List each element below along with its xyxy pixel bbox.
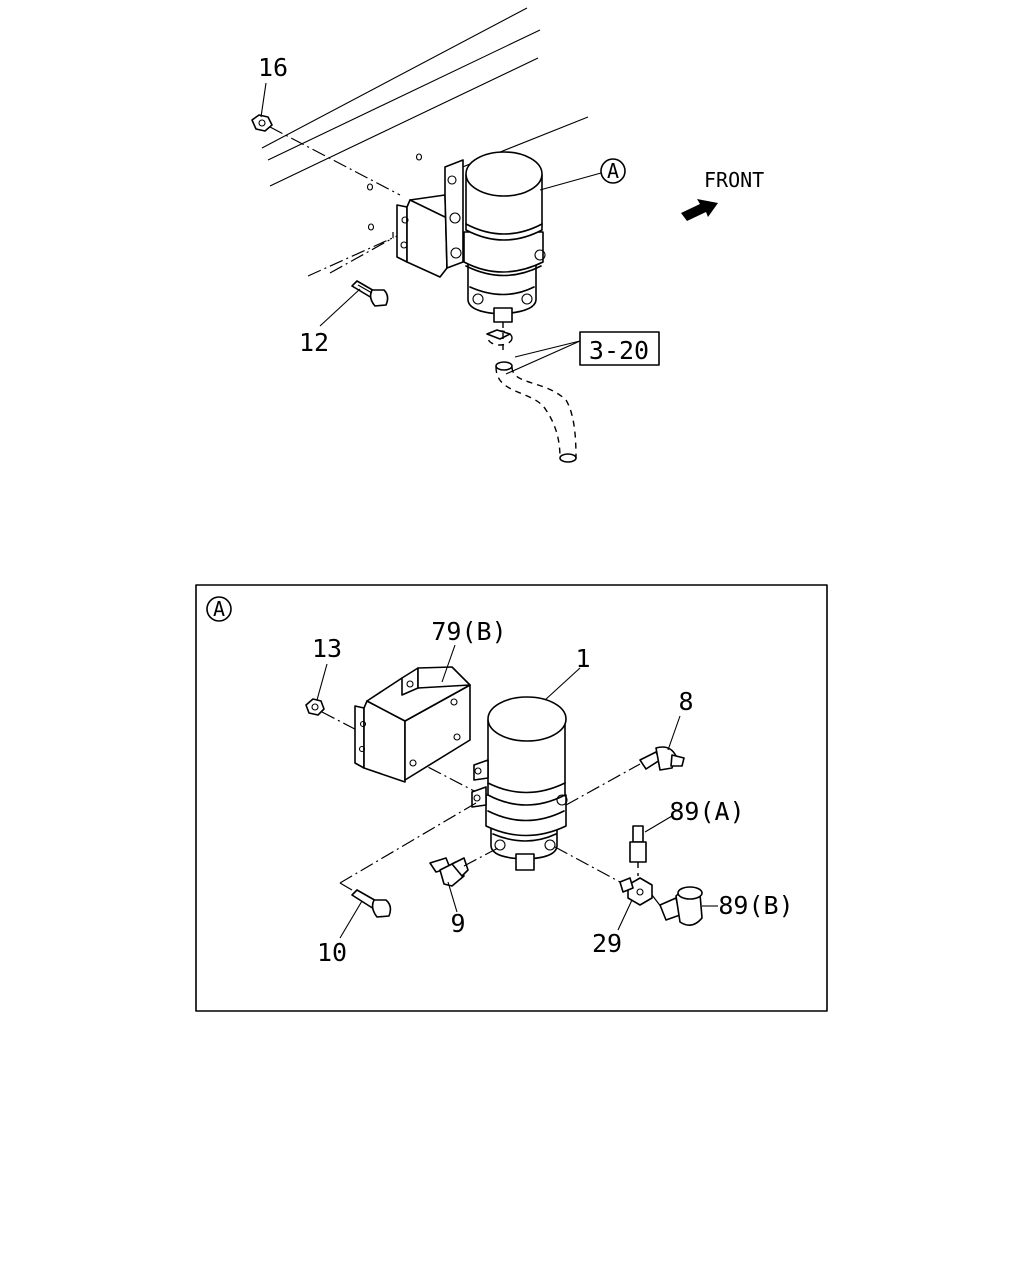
callout-89b: 89(B) [718,891,793,920]
callout-A: A [607,159,619,183]
callout-9: 9 [450,909,465,938]
filter-body-1 [471,696,568,871]
fitting-89a [629,825,647,876]
top-assembly-view: 3-20 16 12 A FRONT [251,7,764,463]
callout-12: 12 [299,328,329,357]
bracket-79b [354,666,471,783]
callout-13: 13 [312,634,342,663]
callout-10: 10 [317,938,347,967]
elbow-fitting-89b [659,886,703,926]
nut-16 [251,114,273,132]
detail-frame [195,584,828,1012]
top-filter-body [463,151,546,323]
top-bracket [396,159,464,278]
callout-29: 29 [592,929,622,958]
bolt-12 [351,280,389,307]
front-label: FRONT [704,168,764,192]
bolt-10 [351,889,392,918]
callout-79b: 79(B) [431,617,506,646]
hose-clamp-3-20 [486,322,577,463]
detail-view-a: A [195,584,828,1012]
elbow-fitting-9 [429,857,469,887]
front-arrow-icon [681,199,718,221]
callout-1: 1 [575,644,590,673]
callout-16: 16 [258,53,288,82]
nut-13 [305,698,325,716]
callout-8: 8 [678,687,693,716]
callout-89a: 89(A) [669,797,744,826]
elbow-fitting-8 [639,746,685,771]
tee-fitting-29 [619,877,653,906]
detail-marker: A [213,597,225,621]
reference-3-20: 3-20 [589,336,649,365]
reference-box-3-20 [579,331,660,366]
